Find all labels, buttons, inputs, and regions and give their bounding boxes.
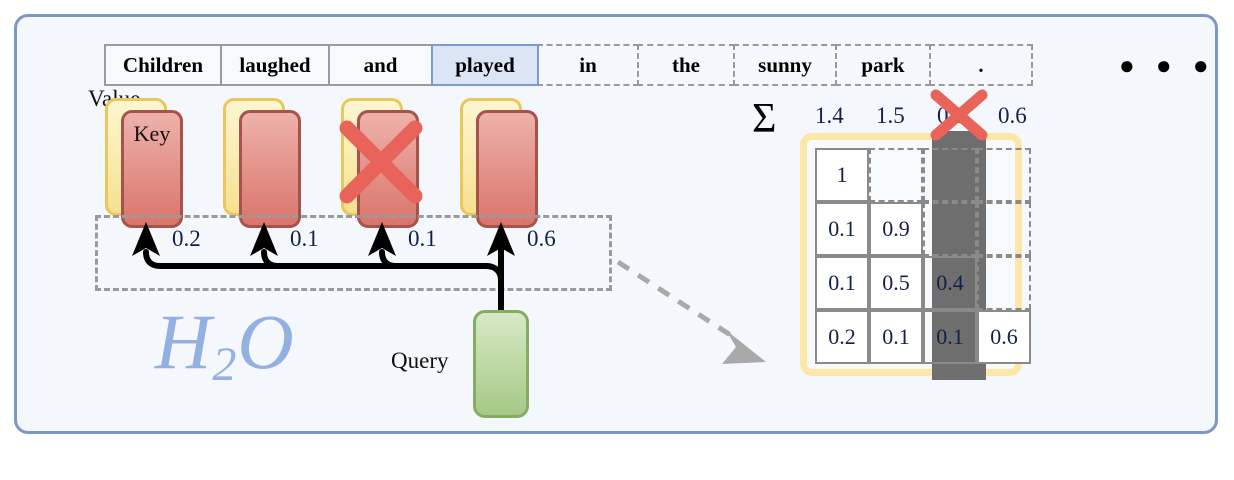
key-card-1 xyxy=(239,110,301,228)
key-card-2 xyxy=(357,110,419,228)
column-sum-1: 1.5 xyxy=(876,103,905,128)
token-park[interactable]: park xyxy=(835,44,931,86)
matrix-cell-r3-c3: 0.6 xyxy=(977,310,1031,364)
matrix-cell-r3-c0: 0.2 xyxy=(815,310,869,364)
matrix-cell-r0-c2 xyxy=(923,148,977,202)
matrix-cell-r2-c1: 0.5 xyxy=(869,256,923,310)
query-label: Query xyxy=(391,348,449,373)
column-sum-2: 0.5 xyxy=(937,103,966,128)
attention-weight-3: 0.6 xyxy=(527,226,556,251)
matrix-cell-r1-c2 xyxy=(923,202,977,256)
token-laughed[interactable]: laughed xyxy=(220,44,330,86)
key-card-3 xyxy=(476,110,538,228)
attention-weight-1: 0.1 xyxy=(290,226,319,251)
key-card-0: Key xyxy=(121,110,183,228)
column-sum-3: 0.6 xyxy=(998,103,1027,128)
token-played[interactable]: played xyxy=(431,44,539,86)
kv-pair-0[interactable]: Key xyxy=(105,98,195,243)
attention-weight-2: 0.1 xyxy=(408,226,437,251)
token-in[interactable]: in xyxy=(537,44,639,86)
token-sunny[interactable]: sunny xyxy=(733,44,837,86)
kv-pair-3[interactable] xyxy=(460,98,550,243)
attention-weight-0: 0.2 xyxy=(172,226,201,251)
matrix-cell-r0-c0: 1 xyxy=(815,148,869,202)
h2o-h: H xyxy=(155,298,213,385)
kv-pair-1[interactable] xyxy=(223,98,313,243)
matrix-cell-r0-c3 xyxy=(977,148,1031,202)
matrix-cell-r1-c3 xyxy=(977,202,1031,256)
token-the[interactable]: the xyxy=(637,44,735,86)
attention-region-box xyxy=(95,215,612,291)
query-card xyxy=(473,310,529,418)
column-sum-0: 1.4 xyxy=(815,103,844,128)
key-label: Key xyxy=(133,121,171,146)
matrix-cell-r3-c1: 0.1 xyxy=(869,310,923,364)
sum-symbol: Σ xyxy=(752,96,777,142)
h2o-2: 2 xyxy=(212,338,238,391)
h2o-o: O xyxy=(237,298,295,385)
matrix-cell-r3-c2: 0.1 xyxy=(923,310,977,364)
matrix-cell-r0-c1 xyxy=(869,148,923,202)
sequence-ellipsis: ● ● ● xyxy=(1119,50,1216,80)
matrix-cell-r2-c2: 0.4 xyxy=(923,256,977,310)
token-and[interactable]: and xyxy=(328,44,433,86)
token-period[interactable]: . xyxy=(929,44,1033,86)
token-Children[interactable]: Children xyxy=(104,44,222,86)
matrix-cell-r2-c3 xyxy=(977,256,1031,310)
matrix-cell-r1-c1: 0.9 xyxy=(869,202,923,256)
h2o-watermark: H2O xyxy=(155,297,295,391)
matrix-cell-r2-c0: 0.1 xyxy=(815,256,869,310)
matrix-cell-r1-c0: 0.1 xyxy=(815,202,869,256)
